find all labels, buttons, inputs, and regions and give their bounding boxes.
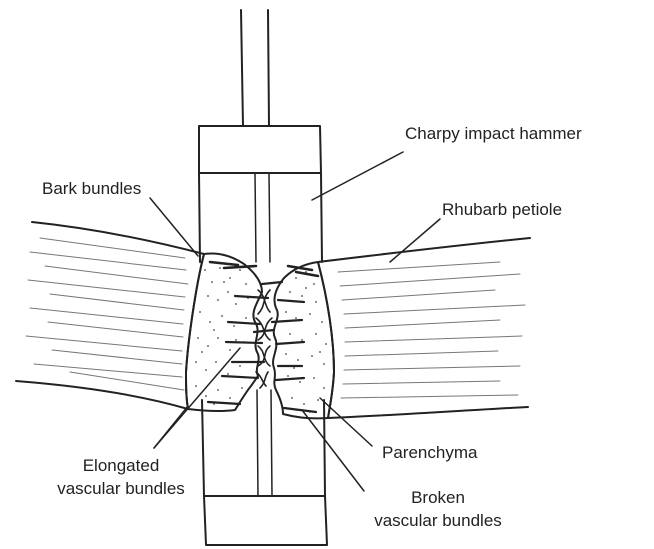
label-elongated-vascular-bundles: Elongated vascular bundles <box>46 455 196 499</box>
label-bark-bundles: Bark bundles <box>42 178 141 199</box>
left-petiole <box>16 222 204 409</box>
leader-parenchyma <box>320 398 372 446</box>
label-parenchyma: Parenchyma <box>382 442 477 463</box>
left-fracture-half <box>186 253 262 411</box>
leader-rhubarb-petiole <box>390 219 440 262</box>
label-broken-line2: vascular bundles <box>368 510 508 531</box>
label-elongated-line2: vascular bundles <box>46 478 196 499</box>
hammer-shaft <box>241 10 269 126</box>
leader-charpy-hammer <box>312 152 403 200</box>
leader-broken-bundles <box>302 410 364 491</box>
label-rhubarb-petiole: Rhubarb petiole <box>442 199 562 220</box>
label-broken-vascular-bundles: Broken vascular bundles <box>368 487 508 531</box>
right-petiole-hatching <box>338 262 525 398</box>
label-elongated-line1: Elongated <box>46 455 196 476</box>
label-charpy-impact-hammer: Charpy impact hammer <box>405 123 582 144</box>
bark-bundle-marks <box>210 262 318 276</box>
leader-elongated-bundles-2 <box>154 406 188 448</box>
right-fracture-half <box>273 262 334 418</box>
fibre-strands <box>256 290 272 388</box>
left-petiole-hatching <box>26 238 188 390</box>
label-broken-line1: Broken <box>368 487 508 508</box>
vascular-bundle-marks <box>208 282 316 412</box>
